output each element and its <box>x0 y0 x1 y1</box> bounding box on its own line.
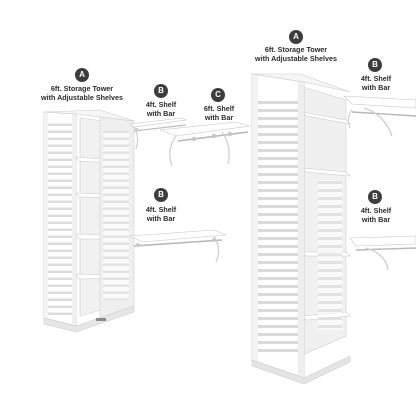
label-upper-4ft-shelf: 4ft. Shelf with Bar <box>128 100 194 118</box>
label-line2: with Adjustable Shelves <box>40 93 123 102</box>
label-right-lower-4ft-shelf: 4ft. Shelf with Bar <box>350 206 402 224</box>
upper-4ft-shelf <box>129 117 188 150</box>
label-line1: 4ft. Shelf <box>360 206 392 215</box>
right-storage-tower <box>251 73 351 385</box>
label-line2: with Bar <box>146 109 176 118</box>
badge-b-upper-right: B <box>368 58 382 72</box>
label-line2: with Bar <box>361 83 391 92</box>
label-line1: 6ft. Shelf <box>203 104 235 113</box>
label-line2: with Bar <box>361 215 391 224</box>
label-line1: 4ft. Shelf <box>145 100 177 109</box>
badge-b-lower-right: B <box>368 190 382 204</box>
label-line2: with Adjustable Shelves <box>254 54 337 63</box>
label-line1: 6ft. Storage Tower <box>264 45 328 54</box>
left-storage-tower <box>43 109 135 333</box>
badge-a-right: A <box>289 30 303 44</box>
right-lower-4ft-shelf <box>349 235 416 271</box>
label-middle-6ft-shelf: 6ft. Shelf with Bar <box>186 104 252 122</box>
label-line2: with Bar <box>146 214 176 223</box>
badge-c-middle: C <box>211 88 225 102</box>
label-right-upper-4ft-shelf: 4ft. Shelf with Bar <box>350 74 402 92</box>
middle-6ft-shelf <box>159 121 251 167</box>
badge-b-lower-left: B <box>154 188 168 202</box>
label-left-storage-tower: 6ft. Storage Tower with Adjustable Shelv… <box>22 84 142 102</box>
badge-a-left: A <box>75 68 89 82</box>
right-upper-4ft-shelf <box>343 95 416 137</box>
label-line1: 4ft. Shelf <box>145 205 177 214</box>
label-line2: with Bar <box>204 113 234 122</box>
label-line1: 6ft. Storage Tower <box>50 84 114 93</box>
badge-b-upper-left: B <box>154 84 168 98</box>
lower-4ft-shelf <box>128 229 227 263</box>
label-right-storage-tower: 6ft. Storage Tower with Adjustable Shelv… <box>236 45 356 63</box>
label-line1: 4ft. Shelf <box>360 74 392 83</box>
label-lower-4ft-shelf: 4ft. Shelf with Bar <box>128 205 194 223</box>
